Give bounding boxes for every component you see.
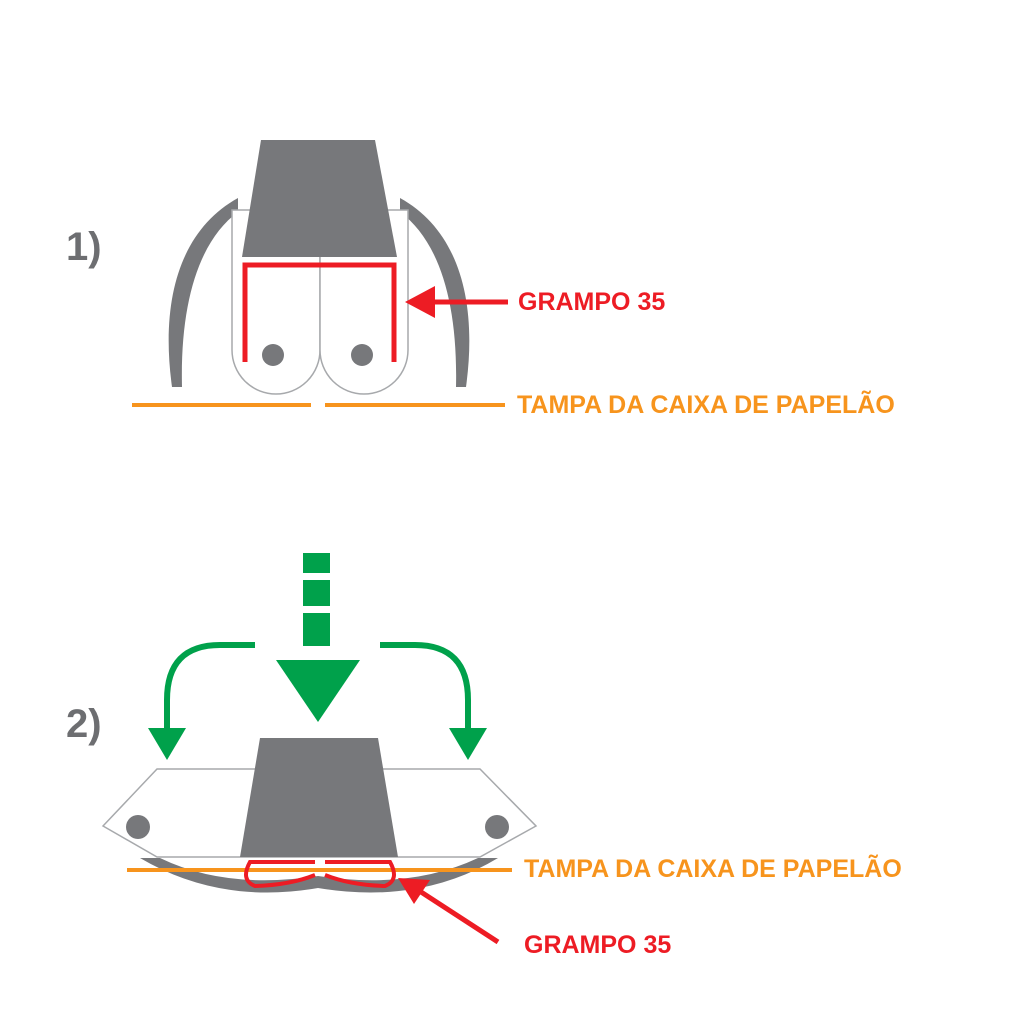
step-1: 1) GRAMPO 35 TAMPA DA CAIXA DE PAPELÃO	[66, 140, 895, 419]
right-curved-arrow	[380, 642, 487, 760]
step-2-number: 2)	[66, 702, 102, 746]
staple	[242, 262, 397, 362]
lid-label: TAMPA DA CAIXA DE PAPELÃO	[517, 389, 895, 419]
left-arm	[168, 198, 238, 387]
right-pivot	[485, 815, 509, 839]
closed-arms	[140, 858, 498, 893]
staple-arrow-head	[398, 878, 430, 904]
bent-staple	[244, 860, 396, 889]
left-pivot	[126, 815, 150, 839]
press-down-arrow	[276, 553, 360, 722]
staple-label: GRAMPO 35	[518, 288, 665, 316]
left-pivot	[262, 344, 284, 366]
left-curved-arrow	[148, 642, 255, 760]
right-pivot	[351, 344, 373, 366]
stapler-head	[240, 738, 398, 857]
staple-arrow-shaft	[416, 887, 500, 945]
step-1-number: 1)	[66, 225, 102, 269]
staple-arrow-head	[405, 286, 435, 318]
lid-label: TAMPA DA CAIXA DE PAPELÃO	[524, 853, 902, 883]
stapler-head	[242, 140, 397, 257]
step-2: 2) TAMPA DA CAIXA DE PAPELÃO GR	[66, 553, 902, 959]
staple-label: GRAMPO 35	[524, 931, 671, 959]
